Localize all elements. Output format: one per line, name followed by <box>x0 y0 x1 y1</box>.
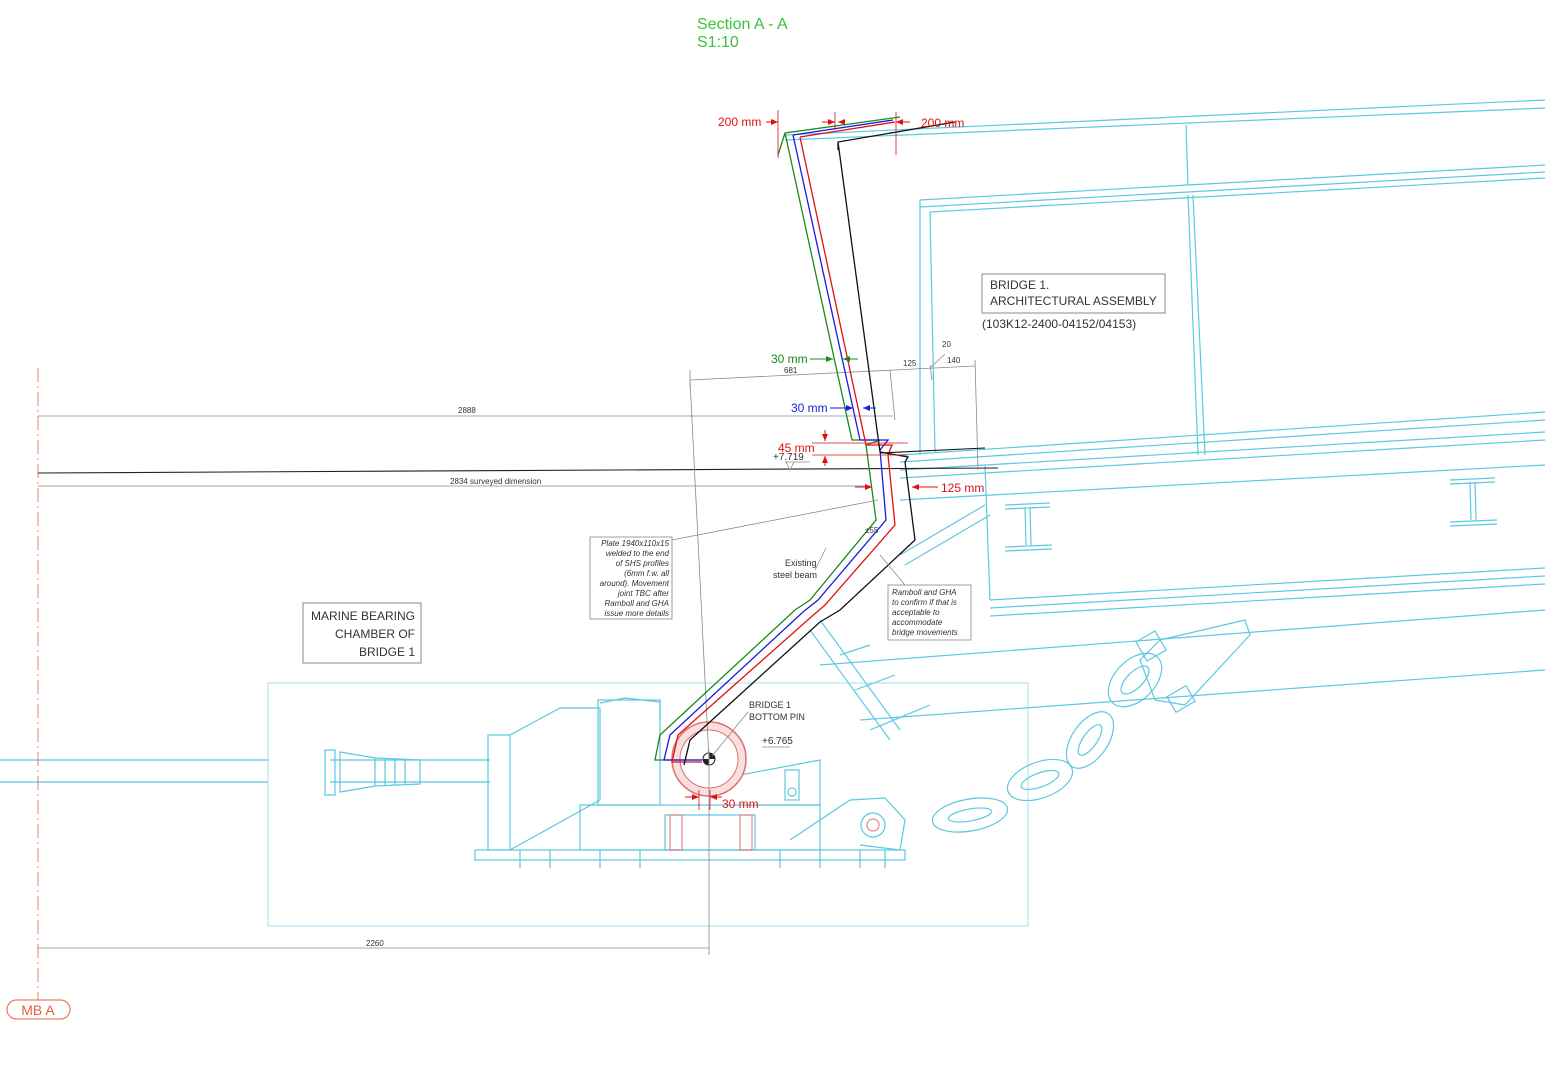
dim-200-left: 200 mm <box>718 115 761 129</box>
profile-offsets <box>654 116 986 766</box>
tolerance-55: ±55 <box>865 526 879 535</box>
existing-beam-label-1: Existing <box>785 558 817 568</box>
dim-681: 681 <box>784 366 798 375</box>
existing-beam-label-2: steel beam <box>773 570 817 580</box>
svg-text:acceptable to: acceptable to <box>892 608 940 617</box>
section-scale: S1:10 <box>697 34 739 51</box>
dim-200-right: 200 mm <box>921 116 964 130</box>
dim-140: 140 <box>947 356 961 365</box>
svg-text:joint TBC after: joint TBC after <box>617 589 669 598</box>
bridge-assembly-line2: ARCHITECTURAL ASSEMBLY <box>990 294 1157 308</box>
dim-2888: 2888 <box>458 406 476 415</box>
marine-chamber-line2: CHAMBER OF <box>335 627 415 641</box>
dim-125: 125 mm <box>941 481 984 495</box>
dim-30-blue: 30 mm <box>791 401 828 415</box>
dim-45: 45 mm <box>778 441 815 455</box>
anchor-chain <box>789 619 1251 851</box>
svg-text:(6mm f.w. all: (6mm f.w. all <box>624 569 669 578</box>
bridge-structure <box>784 99 1546 741</box>
svg-text:bridge movements: bridge movements <box>892 628 958 637</box>
ramboll-note-text: Ramboll and GHA to confirm if that is ac… <box>892 588 958 637</box>
svg-text:Plate 1940x110x15: Plate 1940x110x15 <box>601 539 669 548</box>
section-title: Section A - A <box>697 16 788 33</box>
bridge-assembly-ref: (103K12-2400-04152/04153) <box>982 317 1136 331</box>
ramboll-note-box <box>887 584 972 641</box>
dim-2260: 2260 <box>366 939 384 948</box>
grid-lines <box>37 353 999 1000</box>
dim-30-green: 30 mm <box>771 352 808 366</box>
dim-30-bottom: 30 mm <box>722 797 759 811</box>
grid-label-mb-a: MB A <box>21 1002 55 1018</box>
svg-text:Ramboll and GHA: Ramboll and GHA <box>605 599 669 608</box>
svg-text:to confirm if that is: to confirm if that is <box>892 598 957 607</box>
marine-bearing-assembly <box>0 682 1029 927</box>
marine-chamber-line1: MARINE BEARING <box>311 609 415 623</box>
dim-20: 20 <box>942 340 951 349</box>
bridge-assembly-box <box>981 273 1166 314</box>
elevation-7719: +7.719 <box>773 452 804 463</box>
elevation-6765: +6.765 <box>762 736 793 747</box>
svg-text:of SHS profiles: of SHS profiles <box>616 559 669 568</box>
dim-125-grey: 125 <box>903 359 917 368</box>
bridge-assembly-line1: BRIDGE 1. <box>990 278 1049 292</box>
bottom-pin-label-1: BRIDGE 1 <box>749 700 791 710</box>
svg-text:accommodate: accommodate <box>892 618 943 627</box>
bottom-pin-label-2: BOTTOM PIN <box>749 712 805 722</box>
svg-text:welded to the end: welded to the end <box>606 549 670 558</box>
plate-note-box <box>589 536 673 620</box>
svg-text:issue more details: issue more details <box>605 609 669 618</box>
dim-2834: 2834 surveyed dimension <box>450 477 541 486</box>
plate-note-text: Plate 1940x110x15 welded to the end of S… <box>600 539 670 618</box>
marine-chamber-box <box>302 602 422 664</box>
marine-chamber-line3: BRIDGE 1 <box>359 645 415 659</box>
grid-bubble-mb-a <box>6 999 71 1020</box>
svg-text:Ramboll and GHA: Ramboll and GHA <box>892 588 956 597</box>
svg-text:around). Movement: around). Movement <box>600 579 670 588</box>
red-dimension-marks <box>685 110 938 810</box>
